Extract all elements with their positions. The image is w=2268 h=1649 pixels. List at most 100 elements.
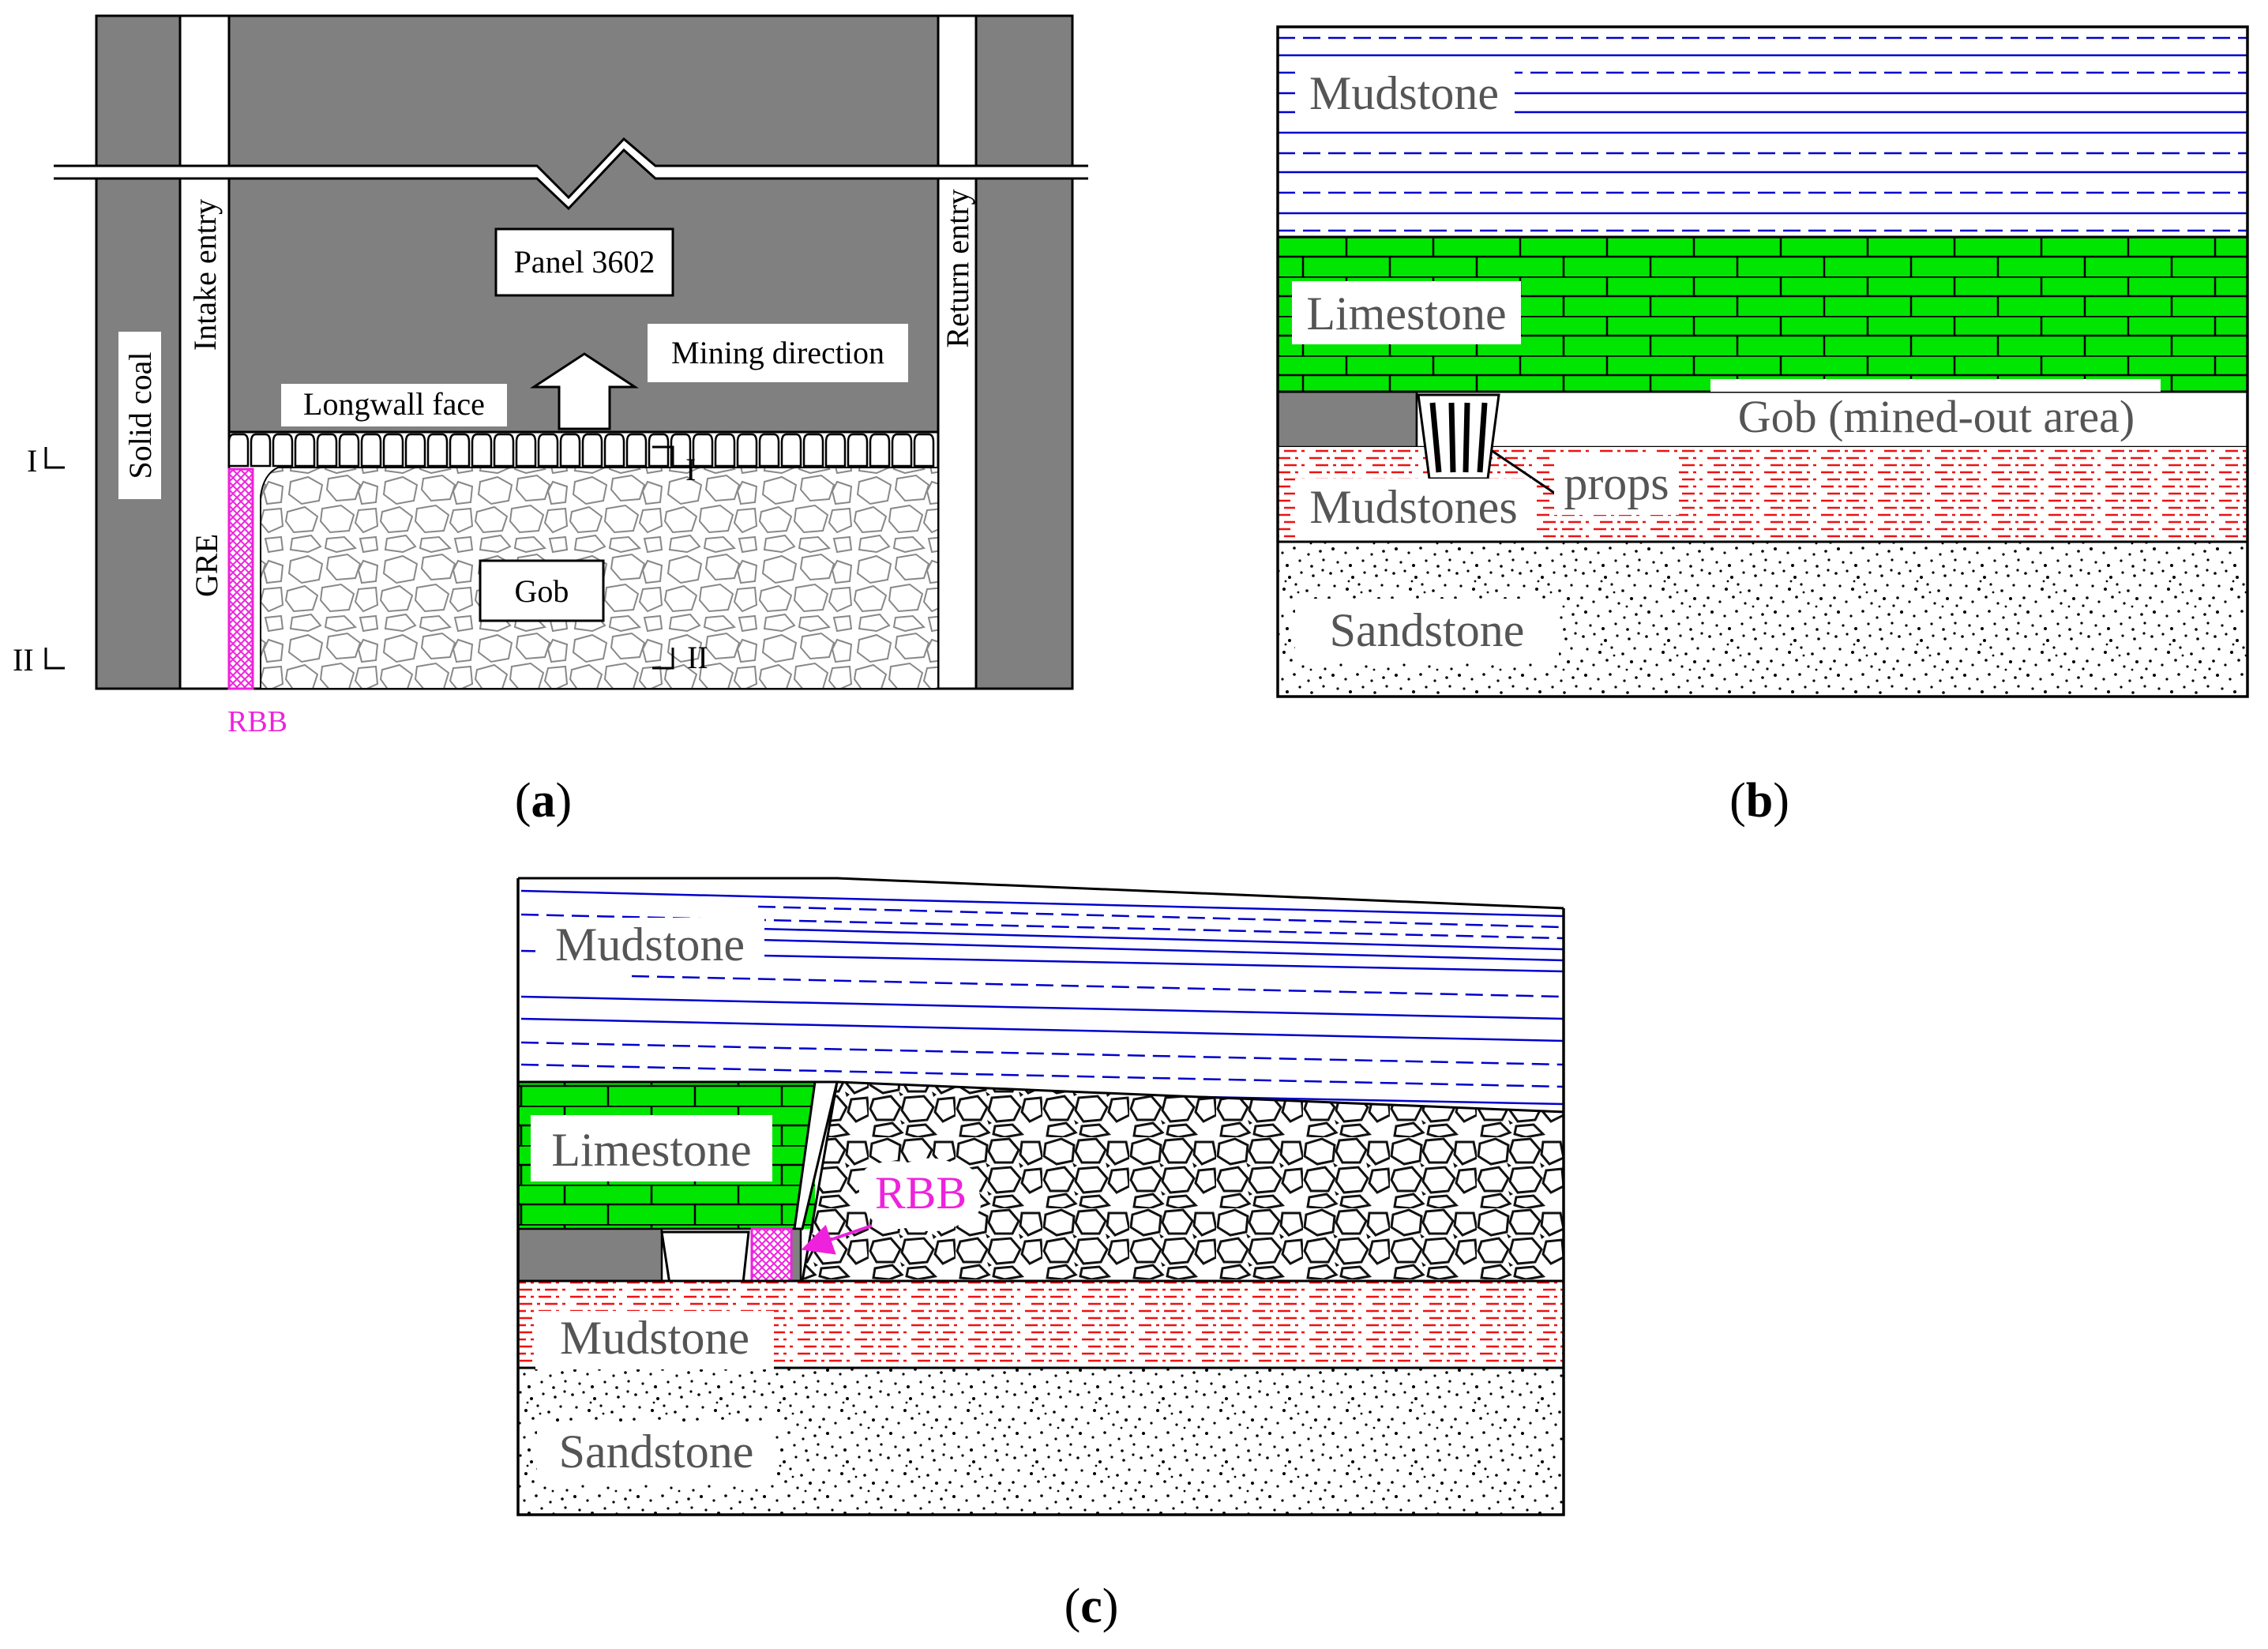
shield-6 (360, 433, 382, 468)
mudstone-roof-layer-c (518, 878, 1564, 1112)
section-1-right-label: I (685, 452, 696, 487)
mining-direction-arrow (529, 352, 640, 430)
return-entry-label: Return entry (940, 189, 975, 347)
shield-16 (581, 433, 603, 468)
shield-0 (227, 433, 250, 468)
props-label: props (1564, 457, 1669, 509)
shield-12 (493, 433, 515, 468)
section-1-right-mark (652, 445, 674, 468)
break-line-upper (54, 137, 1088, 200)
props-label-box (1554, 455, 1679, 515)
return-side-coal (974, 14, 1074, 690)
shield-14 (537, 433, 559, 468)
gob-highlight (1710, 379, 2161, 392)
longwall-face-box (281, 384, 507, 426)
props-legs (1429, 402, 1488, 473)
shield-18 (625, 433, 648, 468)
shield-31 (913, 433, 935, 468)
gre-label: GRE (189, 534, 224, 597)
rbb-label-c: RBB (875, 1167, 967, 1219)
mudstone-top-label-box (535, 918, 764, 975)
shield-19 (648, 433, 670, 468)
section-1-left-label: I (27, 443, 37, 479)
shield-20 (670, 433, 692, 468)
break-line-lower (54, 148, 1088, 211)
panel-a: Panel 3602 Mining direction Longwall fac… (13, 14, 1088, 828)
panel-b-frame (1276, 25, 2249, 698)
sandstone-label-c: Sandstone (559, 1426, 754, 1478)
shield-5 (338, 433, 360, 468)
mudstone-floor-label-box (535, 1311, 774, 1369)
section-2-right-label: II (687, 640, 708, 675)
mining-direction-box (648, 324, 908, 382)
break-line-band (54, 139, 1088, 208)
shield-30 (891, 433, 913, 468)
solid-coal-box (118, 332, 161, 499)
shield-1 (250, 433, 272, 468)
rbb-label: RBB (227, 705, 287, 738)
sandstone-label-box-c (537, 1422, 775, 1485)
shield-8 (404, 433, 426, 468)
longwall-shields (227, 433, 935, 468)
longwall-face-label: Longwall face (303, 386, 485, 422)
shield-2 (272, 433, 294, 468)
shield-13 (515, 433, 537, 468)
shield-24 (758, 433, 780, 468)
return-entry (937, 14, 978, 690)
shield-15 (559, 433, 581, 468)
limestone-label: Limestone (1306, 287, 1506, 340)
gob-label-box (479, 559, 605, 622)
panel-label: Panel 3602 (514, 244, 655, 280)
section-2-right-mark (652, 648, 674, 670)
rbb-strip (227, 468, 254, 690)
mudstone-top-label: Mudstone (555, 918, 745, 971)
limestone-label-c: Limestone (551, 1124, 751, 1176)
panel-c-frame (516, 878, 1565, 1516)
sandstone-label-box (1295, 599, 1559, 663)
panel-label-box (494, 227, 674, 297)
props-leader (1490, 449, 1560, 498)
section-2-left-mark (44, 648, 65, 670)
shield-7 (382, 433, 404, 468)
shield-25 (780, 433, 802, 468)
mudstones-label: Mudstones (1309, 481, 1517, 533)
gob-label: Gob (515, 573, 569, 609)
shield-23 (736, 433, 758, 468)
mudstone-floor-label: Mudstone (560, 1312, 749, 1364)
intake-entry-label: Intake entry (187, 199, 223, 351)
shield-28 (847, 433, 869, 468)
gre-box (190, 529, 224, 602)
shield-10 (449, 433, 471, 468)
section-1-left-mark (44, 447, 65, 469)
shield-29 (869, 433, 891, 468)
mudstones-label-box (1295, 479, 1532, 539)
limestone-label-box (1292, 281, 1521, 344)
roof-top-edge (518, 877, 1564, 910)
mudstone-label: Mudstone (1309, 67, 1499, 119)
shield-3 (294, 433, 316, 468)
caption-a: (a) (515, 774, 572, 828)
mudstone-label-box (1295, 65, 1515, 123)
shield-26 (802, 433, 824, 468)
section-2-left-label: II (13, 642, 34, 678)
shield-27 (824, 433, 847, 468)
panel-c: Mudstone Limestone RBB Mudstone Sandston… (516, 877, 1565, 1633)
gob-label: Gob (mined-out area) (1738, 391, 2135, 442)
shield-17 (603, 433, 625, 468)
rbb-pointer-arrow (801, 1224, 873, 1255)
rbb-label-cloud (858, 1158, 982, 1232)
mining-direction-label: Mining direction (671, 335, 884, 370)
caption-c: (c) (1065, 1580, 1119, 1633)
mudstone-roof-lines (1278, 36, 2247, 232)
solid-coal-label: Solid coal (122, 351, 158, 479)
shield-21 (692, 433, 714, 468)
caption-b: (b) (1729, 774, 1789, 828)
shield-9 (426, 433, 449, 468)
rbb-block (750, 1227, 793, 1283)
coal-seam-left (1276, 390, 1418, 449)
sandstone-label: Sandstone (1330, 604, 1525, 656)
limestone-label-box-c (531, 1115, 772, 1181)
shield-4 (316, 433, 338, 468)
panel-b: Mudstone Limestone Gob (mined-out area) … (1276, 25, 2249, 828)
